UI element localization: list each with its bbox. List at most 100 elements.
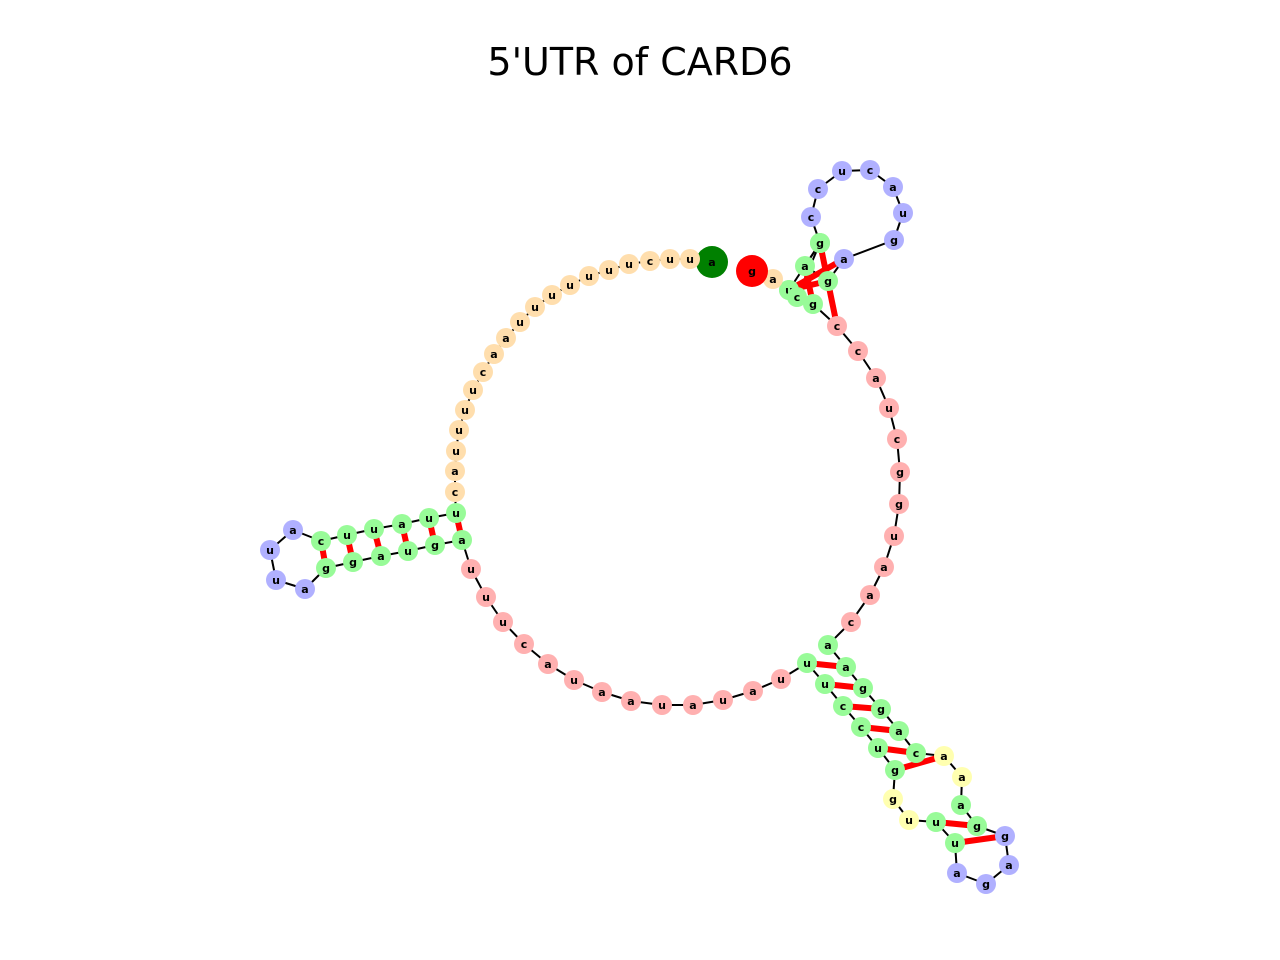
nucleotide-circle [542, 285, 562, 305]
nucleotide-node: a [834, 249, 854, 269]
nucleotide-node: c [848, 341, 868, 361]
nucleotide-circle [860, 160, 880, 180]
nucleotide-label: u [666, 253, 674, 266]
nucleotide-circle [419, 508, 439, 528]
nucleotide-circle [815, 674, 835, 694]
nucleotide-node: g [884, 230, 904, 250]
nucleotide-circle [808, 179, 828, 199]
nucleotide-circle [860, 585, 880, 605]
nucleotide-node: c [473, 362, 493, 382]
nucleotide-node: u [525, 297, 545, 317]
nucleotide-node: u [364, 519, 384, 539]
nucleotide-node: c [311, 531, 331, 551]
nucleotide-node: a [951, 795, 971, 815]
nucleotide-circle [890, 462, 910, 482]
nucleotide-label: a [824, 639, 831, 652]
nucleotide-node: a [934, 746, 954, 766]
nucleotide-label: g [982, 878, 990, 891]
nucleotide-label: u [785, 284, 793, 297]
nucleotide-label: c [834, 320, 841, 333]
nucleotide-circle [295, 579, 315, 599]
nucleotide-circle [283, 520, 303, 540]
nucleotide-label: c [867, 164, 874, 177]
nucleotide-circle [696, 246, 728, 278]
nucleotide-node: a [538, 654, 558, 674]
nucleotide-node: u [260, 540, 280, 560]
nucleotide-circle [619, 254, 639, 274]
nucleotide-circle [446, 441, 466, 461]
nucleotide-node: u [476, 587, 496, 607]
nucleotide-node: c [445, 482, 465, 502]
nucleotide-node: g [810, 233, 830, 253]
base-pair-bond [787, 256, 846, 293]
nucleotide-label: u [585, 270, 593, 283]
nucleotide-label: u [686, 253, 694, 266]
nucleotide-label: a [544, 658, 551, 671]
nucleotide-node: a [874, 557, 894, 577]
nucleotide-circle [999, 855, 1019, 875]
nucleotide-node: a [484, 344, 504, 364]
nucleotide-label: u [885, 402, 893, 415]
nucleotide-node: u [337, 525, 357, 545]
nucleotide-circle [446, 503, 466, 523]
nucleotide-node: a [683, 695, 703, 715]
nucleotide-circle [493, 612, 513, 632]
nucleotide-circle [801, 207, 821, 227]
nucleotide-label: a [377, 550, 384, 563]
nucleotide-node: g [871, 699, 891, 719]
nucleotide-circle [818, 271, 838, 291]
nucleotide-circle [463, 380, 483, 400]
nucleotide-circle [952, 767, 972, 787]
nucleotide-circle [398, 541, 418, 561]
nucleotide-label: u [899, 207, 907, 220]
nucleotide-circle [579, 266, 599, 286]
nucleotide-node: a [860, 585, 880, 605]
nucleotide-label: c [858, 721, 865, 734]
nucleotide-node: a [392, 514, 412, 534]
nucleotide-label: u [874, 742, 882, 755]
nucleotide-circle [680, 249, 700, 269]
nucleotide-circle [889, 494, 909, 514]
nucleotide-circle [496, 328, 516, 348]
nucleotide-circle [337, 525, 357, 545]
nucleotide-node: u [713, 690, 733, 710]
nucleotide-label: u [531, 301, 539, 314]
nucleotide-node: a [452, 530, 472, 550]
nucleotide-node: u [926, 812, 946, 832]
nucleotide-label: a [842, 661, 849, 674]
nucleotide-circle [887, 429, 907, 449]
nucleotide-label: g [1001, 830, 1009, 843]
nucleotide-label: a [895, 725, 902, 738]
nucleotide-circle [538, 654, 558, 674]
nucleotide-label: g [748, 265, 756, 278]
nucleotide-circle [452, 530, 472, 550]
nucleotide-circle [853, 678, 873, 698]
nucleotide-circle [810, 233, 830, 253]
nucleotide-node: u [449, 420, 469, 440]
nucleotide-circle [736, 255, 768, 287]
nucleotide-circle [827, 316, 847, 336]
nucleotide-node: u [893, 203, 913, 223]
nucleotide-label: c [521, 638, 528, 651]
nucleotide-node: c [808, 179, 828, 199]
nucleotide-label: a [689, 699, 696, 712]
nucleotide-node: u [899, 810, 919, 830]
nucleotide-circle [371, 546, 391, 566]
nucleotide-label: c [808, 211, 815, 224]
nucleotide-circle [599, 260, 619, 280]
nucleotide-node: a [818, 635, 838, 655]
nucleotide-node: c [887, 429, 907, 449]
nucleotide-label: u [370, 523, 378, 536]
nucleotide-circle [851, 717, 871, 737]
nucleotide-label: c [318, 535, 325, 548]
nucleotide-circle [343, 552, 363, 572]
nucleotide-node: u [680, 249, 700, 269]
nucleotide-circle [445, 461, 465, 481]
nucleotide-circle [763, 269, 783, 289]
nucleotide-label: g [895, 498, 903, 511]
nucleotide-node: a [883, 177, 903, 197]
nucleotide-node: c [833, 696, 853, 716]
nucleotide-node: u [832, 161, 852, 181]
nucleotide-circle [743, 681, 763, 701]
